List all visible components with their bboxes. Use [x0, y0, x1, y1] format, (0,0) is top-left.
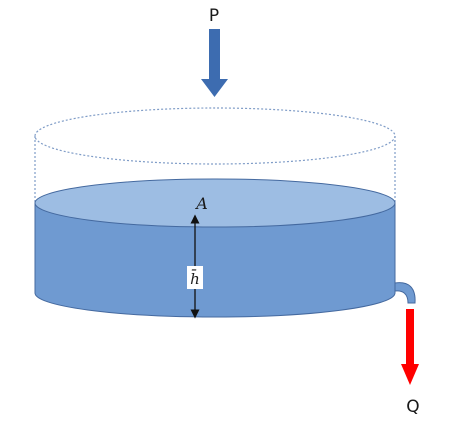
area-label: A [194, 194, 208, 213]
height-label-box [187, 266, 203, 289]
tank-top-rim [34, 107, 396, 165]
inflow-arrow-head [201, 79, 228, 97]
outflow-arrow-head [401, 364, 419, 385]
inflow-arrow [201, 29, 228, 97]
liquid-body [34, 202, 396, 318]
outflow-label: Q [406, 397, 419, 417]
tank-outline [34, 107, 396, 203]
height-label: h̄ [190, 270, 200, 288]
liquid-volume [34, 178, 396, 318]
liquid-surface [34, 178, 396, 228]
outlet-pipe [394, 282, 416, 304]
inflow-arrow-shaft [209, 29, 220, 79]
outflow-arrow [401, 309, 419, 385]
outflow-arrow-shaft [406, 309, 414, 365]
inflow-label: P [209, 6, 219, 26]
